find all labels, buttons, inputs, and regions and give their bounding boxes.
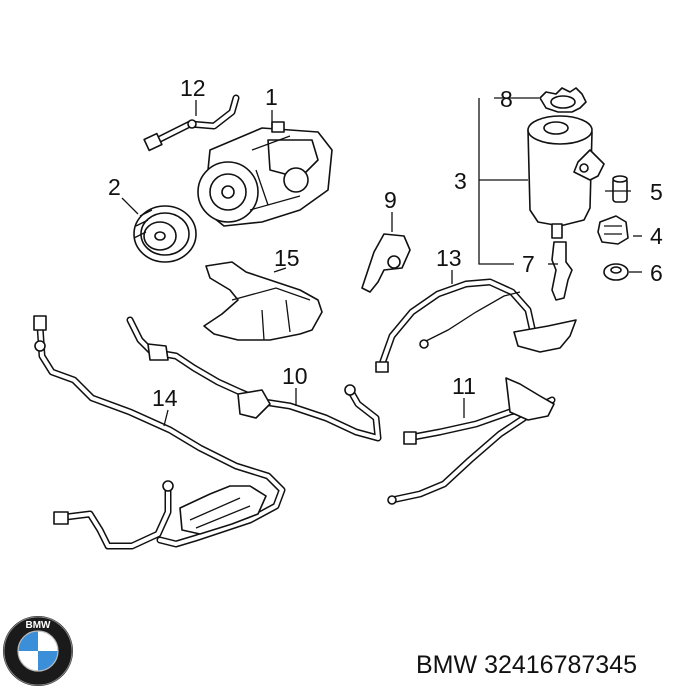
callout-15: 15 [274,245,300,271]
part-10-pressure-line [126,316,382,442]
callout-1: 1 [265,84,278,110]
bmw-logo-quadrants [18,631,58,671]
bmw-logo: BMW [3,616,73,686]
callout-8: 8 [500,86,513,112]
part-8-reservoir-cap [539,87,587,113]
svg-text:BMW: BMW [26,620,52,631]
part-12-hose [143,94,240,152]
callout-4: 4 [650,223,663,249]
part-2-pulley [133,205,197,263]
part-number: 32416787345 [484,651,638,679]
part-caption: BMW 32416787345 [416,651,637,680]
callout-2: 2 [108,174,121,200]
callout-numbers: 12 1 2 3 8 9 15 13 7 5 4 6 10 11 14 [108,75,663,411]
callout-6: 6 [650,260,663,286]
leader-lines [121,97,642,427]
callout-14: 14 [152,385,178,411]
callout-11: 11 [452,373,476,399]
callout-9: 9 [384,187,397,213]
part-4-filter [597,215,629,245]
part-13-hose-line [375,278,577,373]
callout-5: 5 [650,179,663,205]
part-15-heat-shield [203,261,323,341]
callout-10: 10 [282,363,308,389]
part-7-hose-end [551,241,573,301]
callout-12: 12 [180,75,206,101]
part-11-return-hose [387,377,556,505]
brand-name: BMW [416,651,478,679]
callout-7: 7 [522,251,535,277]
part-6-nut [603,263,629,281]
callout-13: 13 [436,245,462,271]
part-1-steering-pump [197,121,333,227]
part-9-bracket [361,233,411,293]
callout-3: 3 [454,168,467,194]
part-5-plug [612,175,628,203]
part-14-line-assembly [33,315,286,550]
part-3-fluid-reservoir [527,115,605,239]
